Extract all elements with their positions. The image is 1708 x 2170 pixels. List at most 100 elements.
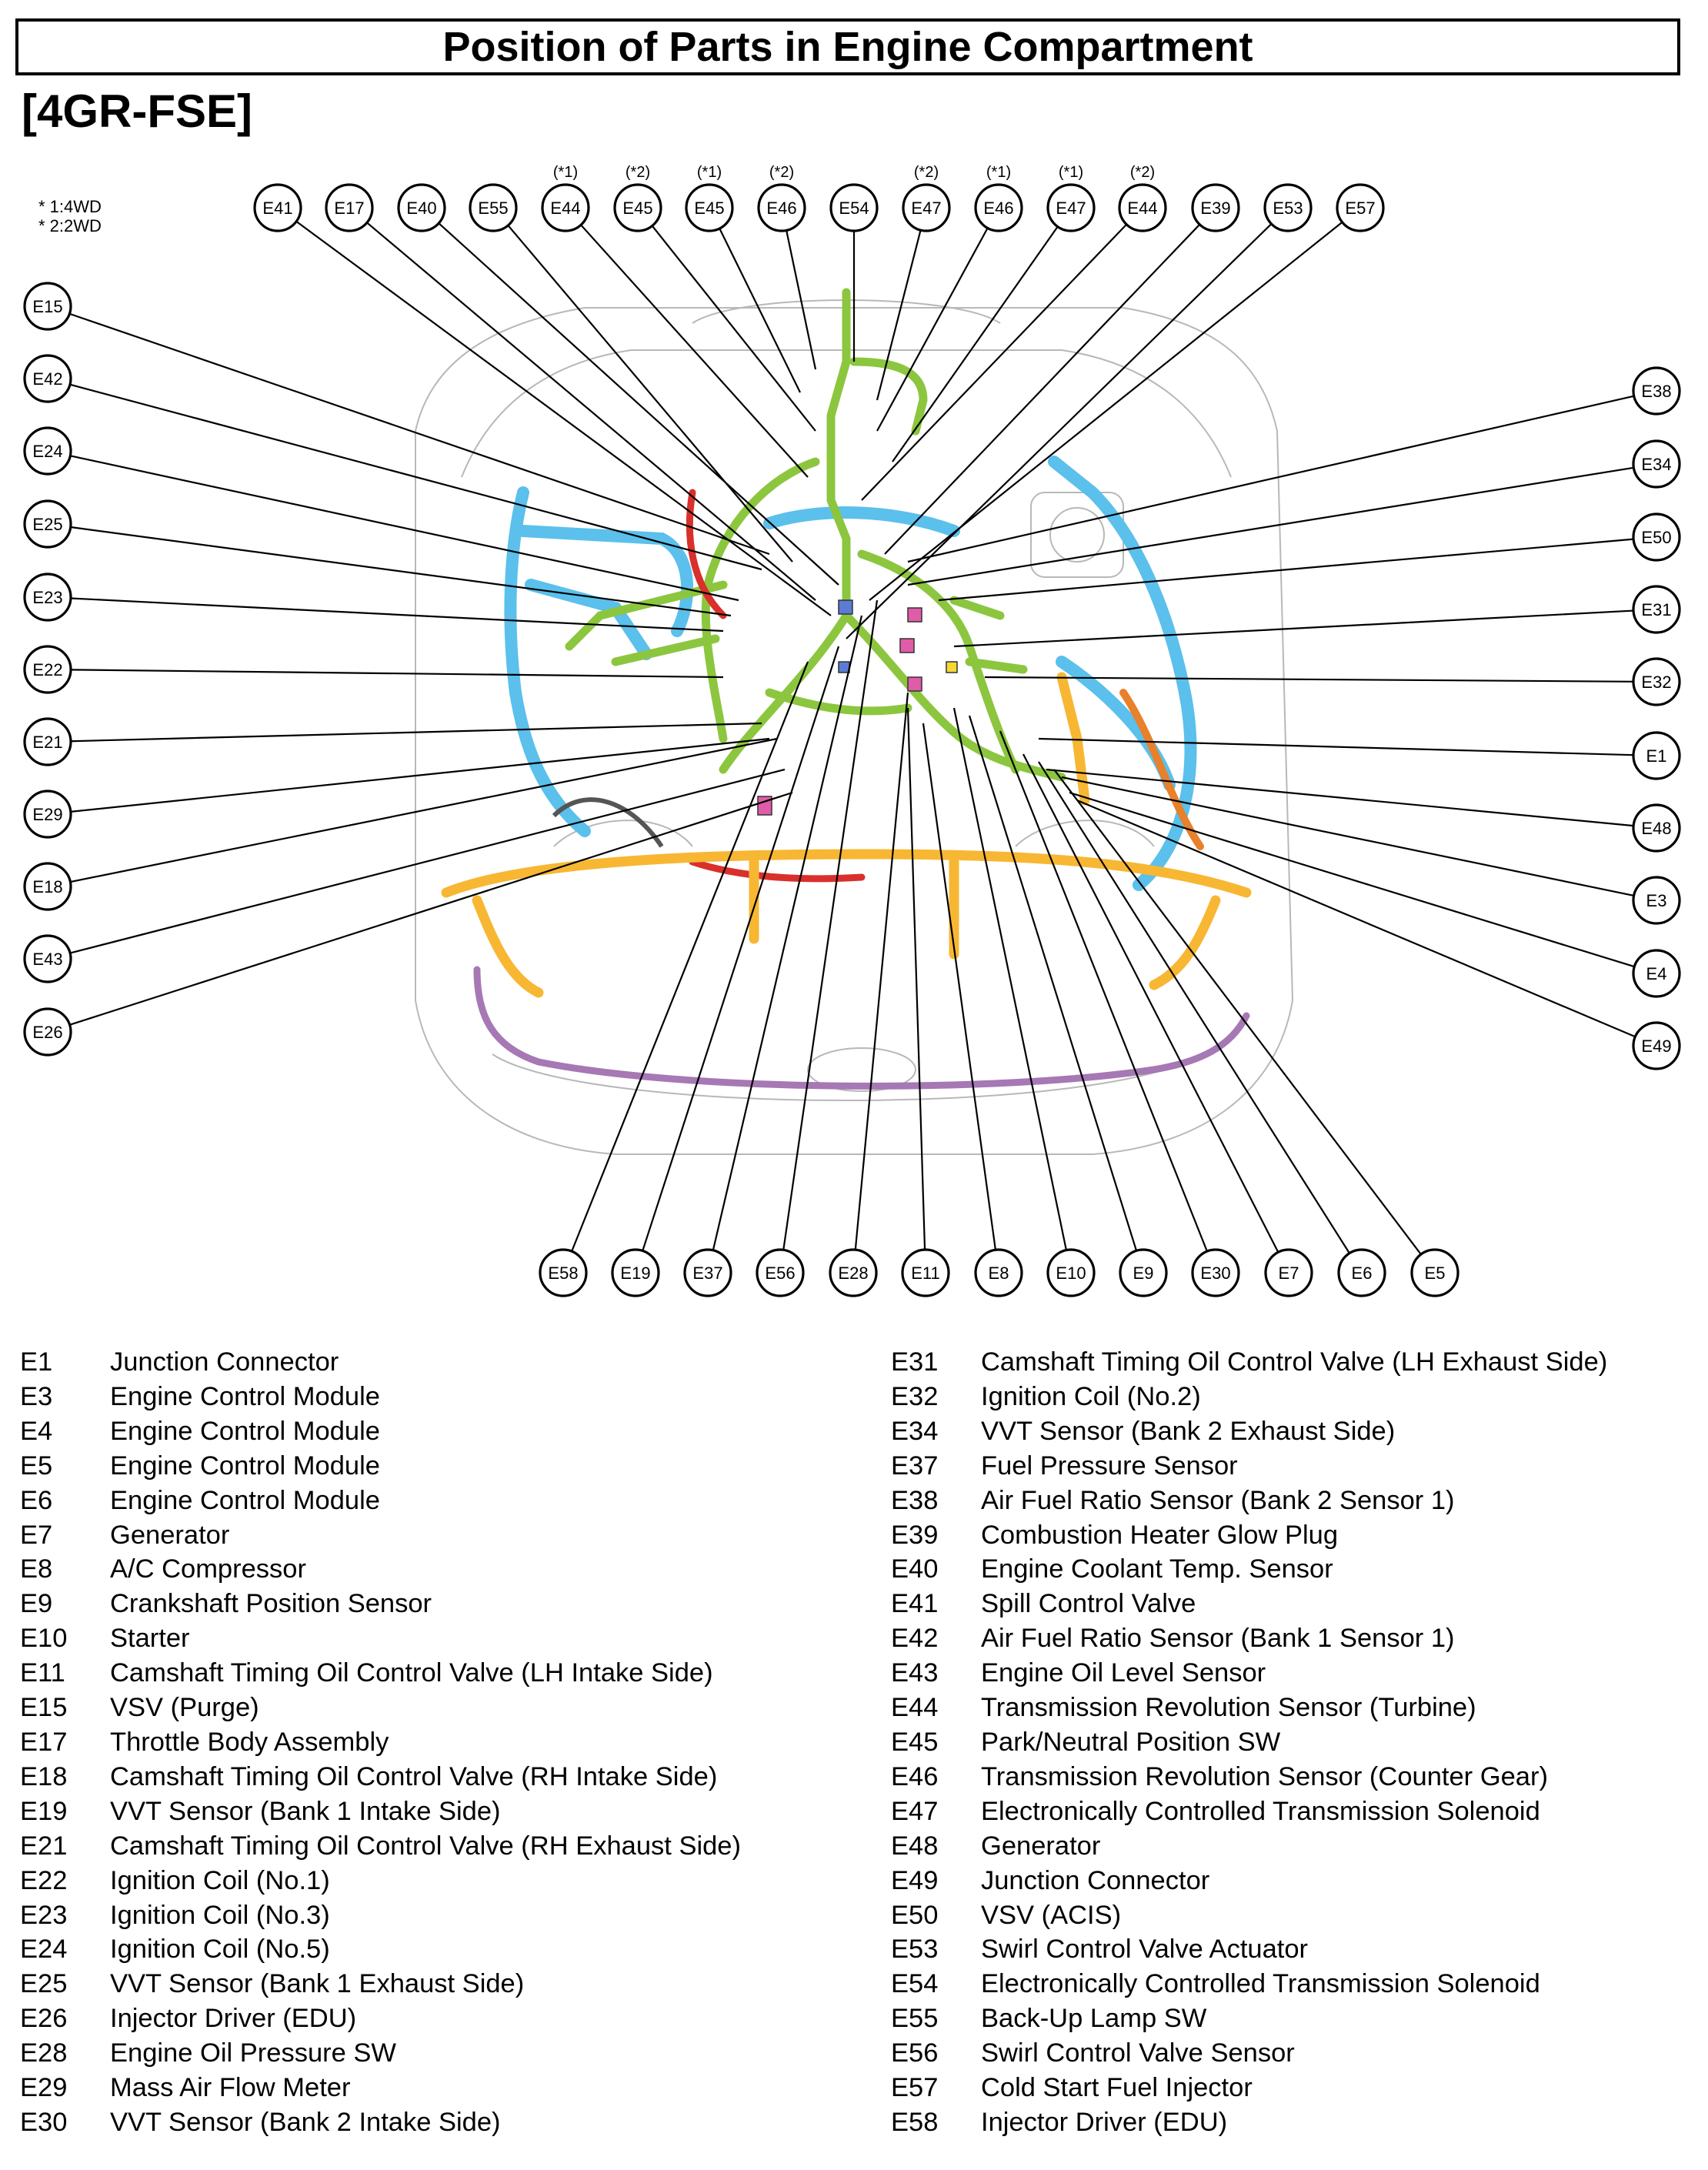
connector-callout-e1: E1: [1632, 731, 1681, 780]
connector-callout-e48: E48: [1632, 803, 1681, 853]
connector-callout-e39: E39: [1191, 183, 1240, 232]
part-name: VVT Sensor (Bank 2 Exhaust Side): [981, 1416, 1396, 1446]
callout-label: E34: [1641, 455, 1671, 474]
connector-callout-e30: E30: [1191, 1248, 1240, 1297]
callout-circle: [1119, 1248, 1168, 1297]
part-code: E46: [891, 1761, 939, 1791]
leader-line-e55: [507, 225, 793, 563]
connector-callout-e10: E10: [1046, 1248, 1096, 1297]
callout-circle: [1632, 949, 1681, 998]
callout-label: E26: [32, 1023, 62, 1042]
part-code: E38: [891, 1485, 939, 1515]
part-code: E56: [891, 2038, 939, 2068]
callout-label: E11: [911, 1264, 940, 1283]
callout-circle: [23, 573, 72, 622]
callout-label: E30: [1200, 1264, 1230, 1283]
callout-circle: [1632, 731, 1681, 780]
connector-callout-e58: E58: [539, 1248, 588, 1297]
callout-circle: [23, 645, 72, 694]
part-name: Engine Control Module: [110, 1451, 380, 1481]
connector-callout-e31: E31: [1632, 585, 1681, 634]
callout-circle: [23, 499, 72, 549]
callout-circle: [683, 1248, 732, 1297]
connector-callout-e11: E11: [901, 1248, 950, 1297]
part-code: E29: [20, 2073, 68, 2103]
leader-line-e53: [846, 223, 1273, 639]
callout-circle: [901, 1248, 950, 1297]
part-name: Fuel Pressure Sensor: [981, 1451, 1238, 1481]
part-name: Camshaft Timing Oil Control Valve (RH Ex…: [110, 1831, 741, 1861]
callout-circle: [397, 183, 446, 232]
leader-line-e5: [1053, 769, 1422, 1255]
connector-callout-e40: E40: [397, 183, 446, 232]
connector-callout-e45: E45(*2): [613, 164, 662, 232]
part-code: E31: [891, 1347, 939, 1377]
callout-label: E48: [1641, 819, 1671, 838]
callout-circle: [1191, 1248, 1240, 1297]
connector-callout-e49: E49: [1632, 1021, 1681, 1070]
callout-circle: [1632, 876, 1681, 925]
callout-label: E39: [1200, 199, 1230, 218]
part-name: Mass Air Flow Meter: [110, 2073, 351, 2103]
callout-note: (*1): [697, 164, 722, 181]
callout-circle: [325, 183, 374, 232]
callout-circle: [1337, 1248, 1386, 1297]
callout-circle: [756, 1248, 805, 1297]
leader-line-e18: [70, 737, 778, 883]
connector-callout-e25: E25: [23, 499, 72, 549]
callout-label: E5: [1425, 1264, 1446, 1283]
part-code: E26: [20, 2004, 68, 2034]
callout-label: E54: [839, 199, 869, 218]
leader-line-e10: [952, 707, 1067, 1250]
callout-circle: [1118, 183, 1167, 232]
callout-circle: [23, 1007, 72, 1057]
callout-label: E55: [478, 199, 508, 218]
callout-label: E57: [1345, 199, 1375, 218]
part-name: Cold Start Fuel Injector: [981, 2073, 1253, 2103]
callout-circle: [829, 183, 879, 232]
callout-label: E29: [32, 805, 62, 824]
part-code: E23: [20, 1900, 68, 1930]
leader-line-e47: [876, 229, 922, 401]
part-name: Camshaft Timing Oil Control Valve (LH Ex…: [981, 1347, 1608, 1377]
part-name: Back-Up Lamp SW: [981, 2004, 1207, 2034]
leader-line-e24: [70, 455, 739, 602]
part-name: Ignition Coil (No.3): [110, 1900, 330, 1930]
part-name: Electronically Controlled Transmission S…: [981, 1796, 1540, 1826]
purple-wire-harness: [473, 966, 1250, 1090]
callout-circle: [1632, 803, 1681, 853]
leader-line-e41: [295, 220, 832, 616]
part-code: E9: [20, 1589, 53, 1619]
connector-callout-e54: E54: [829, 183, 879, 232]
callout-circle: [1632, 657, 1681, 706]
part-name: Ignition Coil (No.1): [110, 1865, 330, 1895]
part-code: E18: [20, 1761, 68, 1791]
callout-circle: [1263, 183, 1313, 232]
leader-line-e38: [907, 395, 1634, 563]
part-name: Junction Connector: [110, 1347, 339, 1377]
callout-circle: [613, 183, 662, 232]
red-wire-harness: [686, 489, 866, 883]
leader-line-e21: [70, 722, 762, 743]
part-code: E43: [891, 1658, 939, 1688]
leader-line-e1: [1038, 737, 1634, 756]
part-code: E49: [891, 1865, 939, 1895]
part-row: E23 Ignition Coil (No.3): [20, 1898, 741, 1933]
leader-line-e9: [968, 715, 1138, 1251]
leader-line-e26: [69, 791, 793, 1026]
callout-label: E45: [694, 199, 724, 218]
callout-label: E8: [989, 1264, 1009, 1283]
connector-callout-e34: E34: [1632, 439, 1681, 489]
leader-line-e11: [906, 707, 926, 1250]
part-code: E32: [891, 1381, 939, 1411]
